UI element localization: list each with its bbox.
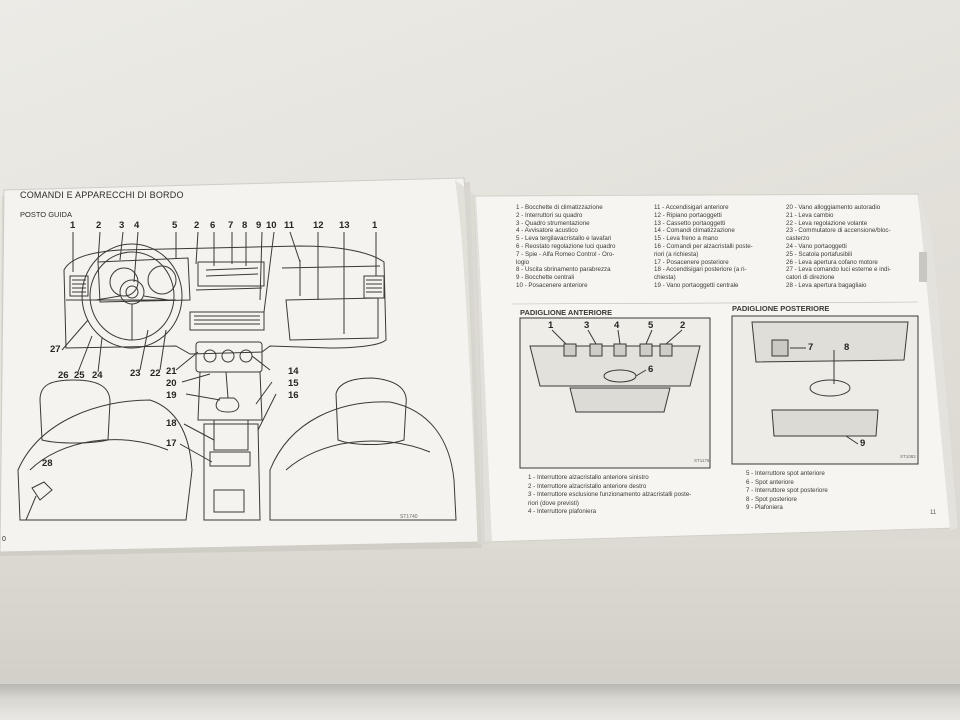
dashboard-illustration <box>17 231 457 521</box>
callout-2-left: 2 <box>96 220 102 231</box>
page-number-right: 11 <box>930 510 937 516</box>
callout-23: 23 <box>130 368 141 379</box>
open-manual: COMANDI E APPARECCHI DI BORDO POSTO GUID… <box>0 177 959 556</box>
callout-19: 19 <box>166 390 177 401</box>
callout-4: 4 <box>134 220 140 231</box>
front-callout-3: 3 <box>584 320 590 331</box>
rear-captions: 5 - Interruttore spot anteriore 6 - Spot… <box>746 470 828 511</box>
callout-22: 22 <box>150 368 161 379</box>
legend-column-3: 20 - Vano alloggiamento autoradio 21 - L… <box>786 204 891 289</box>
callout-2-right: 2 <box>194 220 200 231</box>
figure-code-left: ST1740 <box>400 514 418 520</box>
page-heading: COMANDI E APPARECCHI DI BORDO <box>20 190 184 200</box>
callout-1-left: 1 <box>70 220 76 231</box>
rear-callout-7: 7 <box>808 342 814 353</box>
callout-28: 28 <box>42 458 53 469</box>
callout-10: 10 <box>266 220 277 231</box>
front-callout-2: 2 <box>680 320 686 331</box>
callout-25: 25 <box>74 370 85 381</box>
callout-16: 16 <box>288 390 299 401</box>
front-headliner-figure <box>519 317 711 469</box>
rear-callout-9: 9 <box>860 438 866 449</box>
rear-headliner-figure <box>731 315 919 465</box>
callout-18: 18 <box>166 418 177 429</box>
front-callout-4: 4 <box>614 320 620 331</box>
callout-11: 11 <box>284 220 295 231</box>
front-callout-1: 1 <box>548 320 554 331</box>
callout-13: 13 <box>339 220 350 231</box>
paper-sheet-edge <box>0 684 960 720</box>
booklet-pages-svg <box>0 177 959 556</box>
callout-21: 21 <box>166 366 177 377</box>
callout-5: 5 <box>172 220 178 231</box>
rear-figure-code: ST1082 <box>900 454 916 459</box>
page-number-left: 0 <box>2 536 6 543</box>
callout-8: 8 <box>242 220 248 231</box>
callout-15: 15 <box>288 378 299 389</box>
callout-14: 14 <box>288 366 299 377</box>
section-subheading: POSTO GUIDA <box>20 210 72 219</box>
callout-7: 7 <box>228 220 234 231</box>
rear-headliner-title: PADIGLIONE POSTERIORE <box>732 304 830 313</box>
left-page <box>0 177 479 553</box>
callout-9: 9 <box>256 220 262 231</box>
front-callout-5: 5 <box>648 320 654 331</box>
callout-6: 6 <box>210 220 216 231</box>
callout-1-right: 1 <box>372 220 378 231</box>
callout-3: 3 <box>119 220 125 231</box>
front-captions: 1 - Interruttore alzacristallo anteriore… <box>528 474 692 515</box>
front-headliner-title: PADIGLIONE ANTERIORE <box>520 308 613 317</box>
callout-12: 12 <box>313 220 324 231</box>
callout-24: 24 <box>92 370 103 381</box>
front-callout-6: 6 <box>648 364 654 375</box>
front-figure-code: ST1176 <box>694 458 710 463</box>
callout-27: 27 <box>50 344 61 355</box>
legend-column-1: 1 - Bocchette di climatizzazione 2 - Int… <box>516 204 616 289</box>
callout-26: 26 <box>58 370 69 381</box>
callout-17: 17 <box>166 438 177 449</box>
callout-20: 20 <box>166 378 177 389</box>
rear-callout-8: 8 <box>844 342 850 353</box>
legend-column-2: 11 - Accendisigari anteriore 12 - Ripian… <box>654 204 753 289</box>
